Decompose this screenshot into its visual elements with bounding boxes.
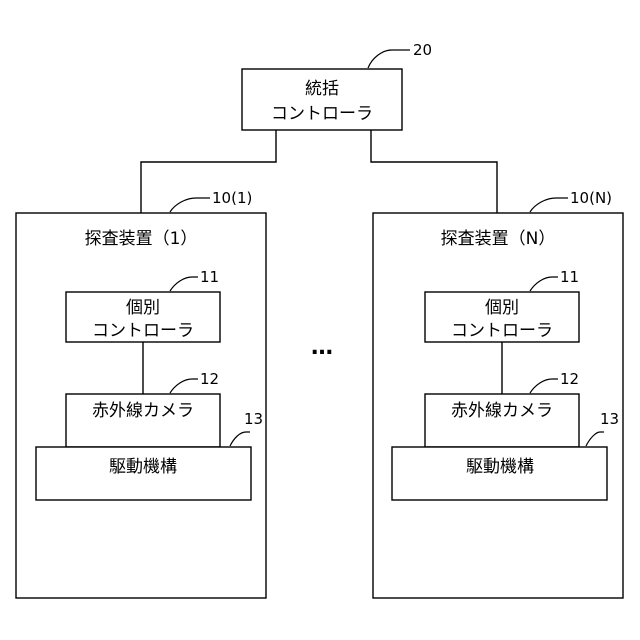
- ref-number-11-b: 11: [560, 268, 579, 286]
- ref-number-11-a: 11: [200, 268, 219, 286]
- integrated-controller: 統括 コントローラ 20: [242, 41, 432, 130]
- integrated-controller-label-line1: 統括: [305, 79, 339, 99]
- exploration-device-n: 探査装置（N） 10(N) 個別 コントローラ 11 赤外線カメラ 12 駆動機…: [373, 189, 623, 598]
- ellipsis: …: [311, 335, 333, 360]
- ref-leader-20: [368, 50, 410, 68]
- ref-leader-device-n: [530, 198, 568, 212]
- device-n-title: 探査装置（N）: [441, 229, 556, 249]
- device-1-individual-controller-line2: コントローラ: [92, 321, 194, 341]
- ref-number-13-b: 13: [600, 410, 619, 428]
- exploration-device-1: 探査装置（1） 10(1) 個別 コントローラ 11 赤外線カメラ 12 駆動機…: [16, 189, 266, 598]
- ref-number-12-a: 12: [200, 370, 219, 388]
- device-n-individual-controller-line2: コントローラ: [451, 321, 553, 341]
- ref-number-12-b: 12: [560, 370, 579, 388]
- integrated-controller-label-line2: コントローラ: [271, 104, 373, 124]
- device-1-drive-label: 駆動機構: [109, 457, 177, 477]
- device-n-individual-controller-line1: 個別: [485, 298, 519, 318]
- device-1-ir-camera-label: 赤外線カメラ: [92, 401, 194, 421]
- device-n-ref: 10(N): [570, 189, 612, 207]
- ref-number-20: 20: [413, 41, 432, 59]
- device-n-ir-camera-label: 赤外線カメラ: [451, 401, 553, 421]
- device-n-drive-label: 駆動機構: [466, 457, 534, 477]
- device-1-ref: 10(1): [212, 189, 252, 207]
- connector-controller-device-n: [371, 130, 497, 213]
- device-1-individual-controller-line1: 個別: [126, 298, 160, 318]
- ref-leader-device-1: [170, 198, 210, 212]
- ref-number-13-a: 13: [244, 410, 263, 428]
- connector-controller-device-1: [141, 130, 276, 213]
- device-1-title: 探査装置（1）: [85, 229, 198, 249]
